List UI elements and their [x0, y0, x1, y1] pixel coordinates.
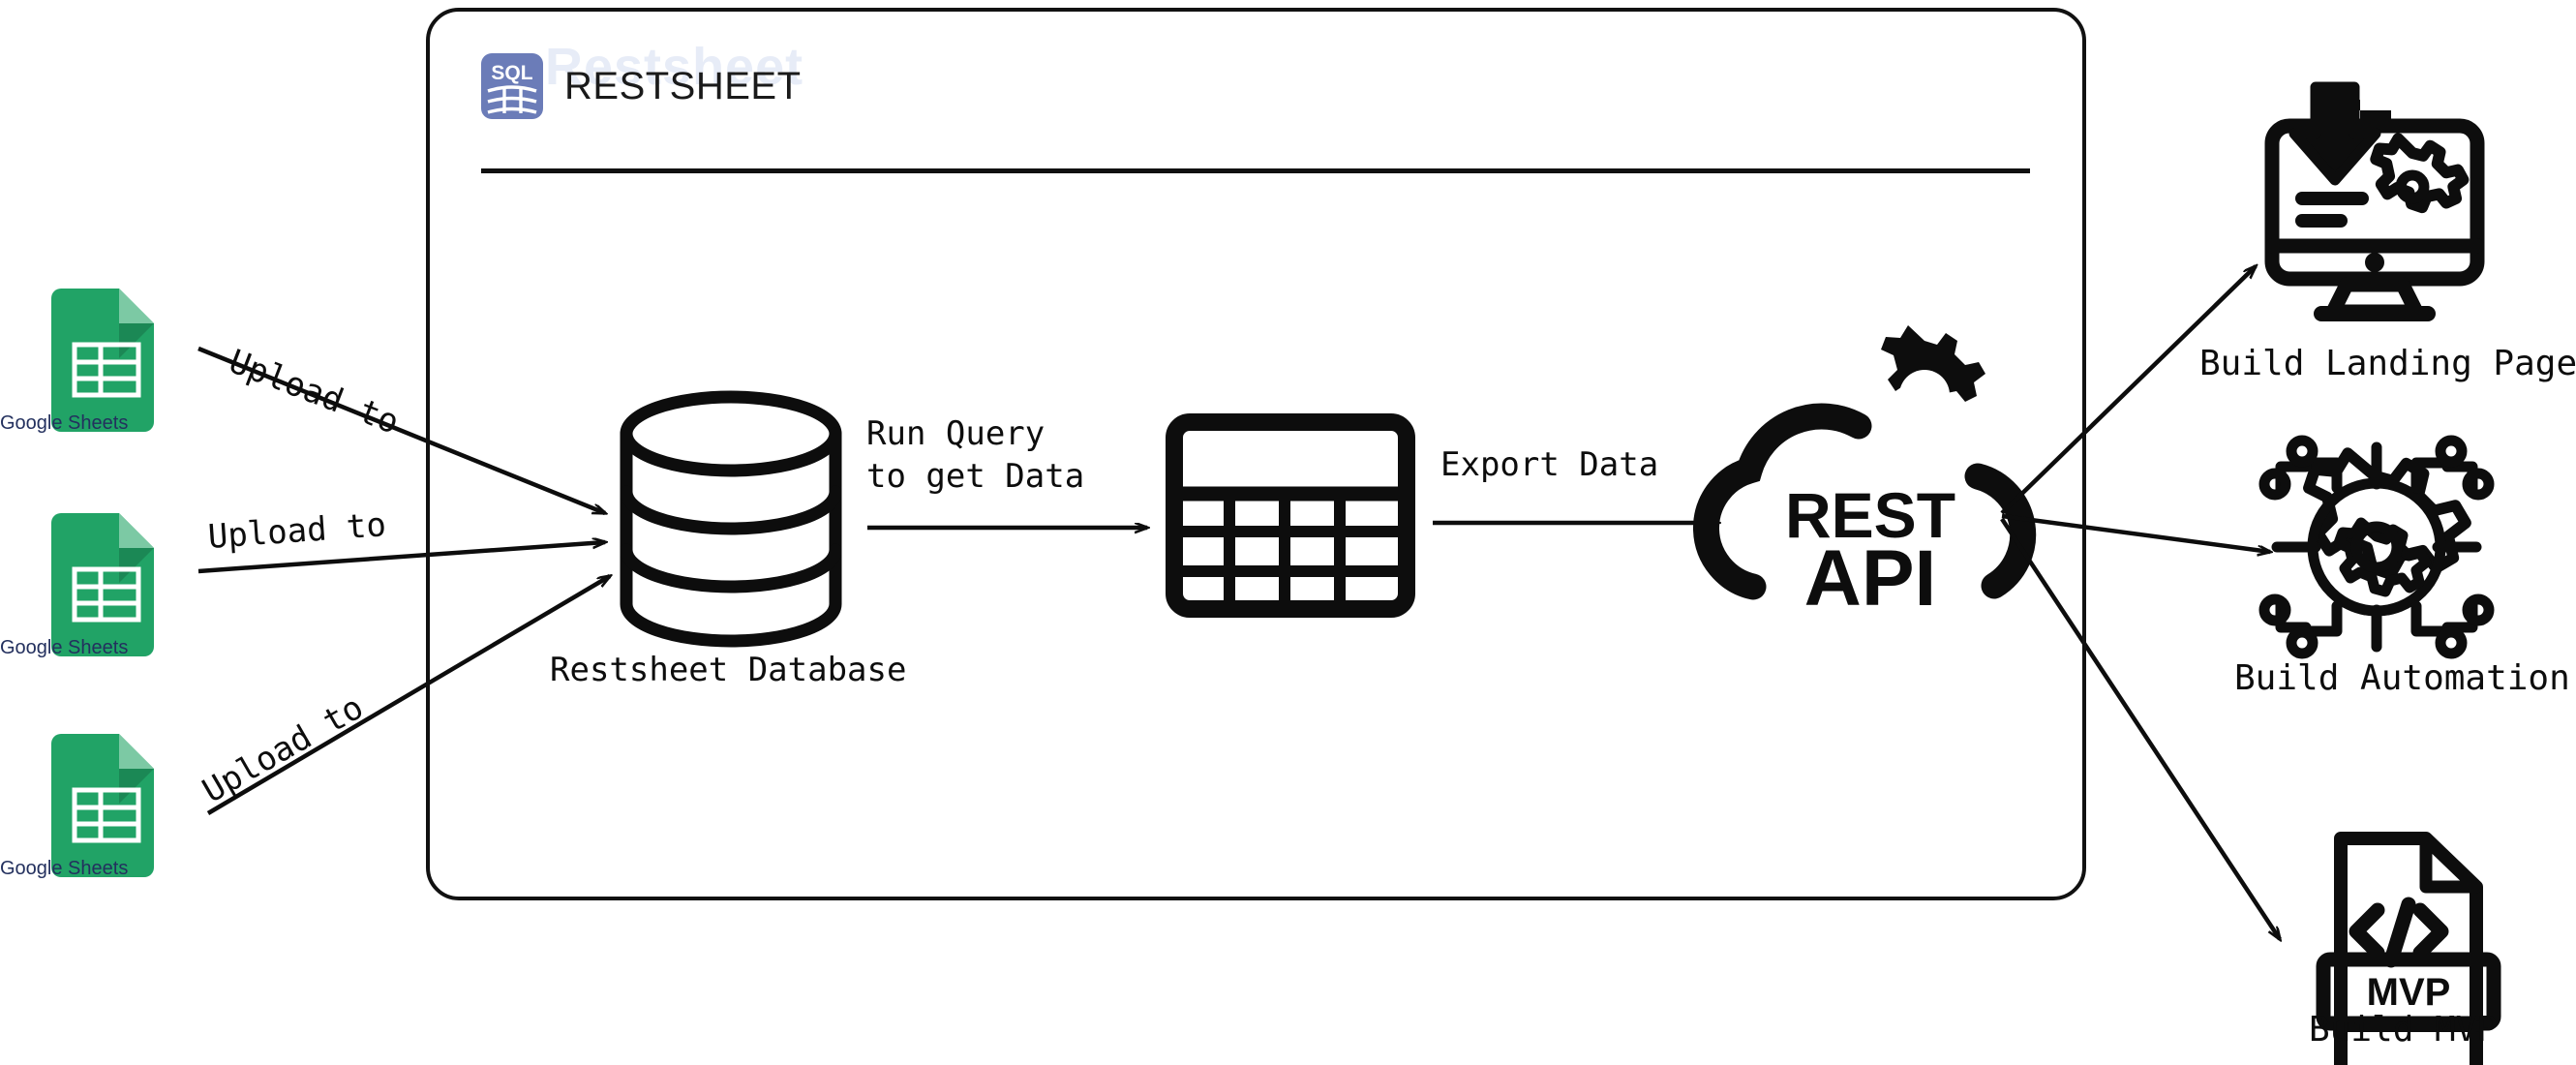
google-sheets-icon [51, 734, 154, 877]
edge-label-run-query-line1: Run Query [866, 414, 1046, 453]
gear-icon [1881, 325, 1985, 420]
google-sheets-icon [51, 289, 154, 432]
upload-arrow-2 [197, 542, 605, 574]
upload-arrow-3 [206, 576, 610, 815]
source-label: Google Sheets [0, 637, 129, 658]
source-item: Google Sheets [0, 629, 129, 659]
outcome-arrow-automation [2001, 513, 2270, 552]
automation-gears-circuit-icon [2258, 435, 2495, 659]
sql-badge-icon: SQL [481, 53, 543, 119]
rest-api-text-api: API [1804, 534, 1937, 623]
sql-badge-text: SQL [491, 62, 532, 84]
restsheet-platform-container [426, 8, 2086, 900]
rest-api-cloud-icon: REST API [1693, 325, 2037, 623]
upload-arrow-1 [197, 346, 605, 516]
brand-name: RESTSHEET [564, 64, 802, 107]
outcome-label-landing-page: Build Landing Page [2199, 344, 2576, 383]
database-cylinder-icon [620, 390, 842, 648]
outcome-arrow-landing-page [2000, 266, 2256, 515]
google-sheets-icon [51, 513, 154, 656]
outcome-arrow-mvp [2000, 517, 2280, 939]
source-item: Google Sheets [0, 405, 129, 435]
monitor-download-gear-icon [2264, 81, 2485, 321]
source-item: Google Sheets [0, 850, 129, 880]
source-label: Google Sheets [0, 412, 129, 434]
edge-label-export-data: Export Data [1440, 445, 1659, 484]
source-label: Google Sheets [0, 858, 129, 879]
header-divider [481, 168, 2030, 173]
rest-api-text-rest: REST [1785, 479, 1955, 551]
mvp-badge-text: MVP [2367, 971, 2451, 1014]
edge-label-run-query-line2: to get Data [866, 457, 1085, 496]
code-document-mvp-icon: MVP [2316, 832, 2501, 1065]
outcome-label-automation: Build Automation [2234, 658, 2570, 698]
brand-block: SQL RESTSHEET [481, 53, 802, 119]
data-table-icon [1166, 413, 1415, 618]
outcome-label-mvp: Build MVP [2309, 1010, 2499, 1050]
database-label: Restsheet Database [550, 651, 907, 689]
